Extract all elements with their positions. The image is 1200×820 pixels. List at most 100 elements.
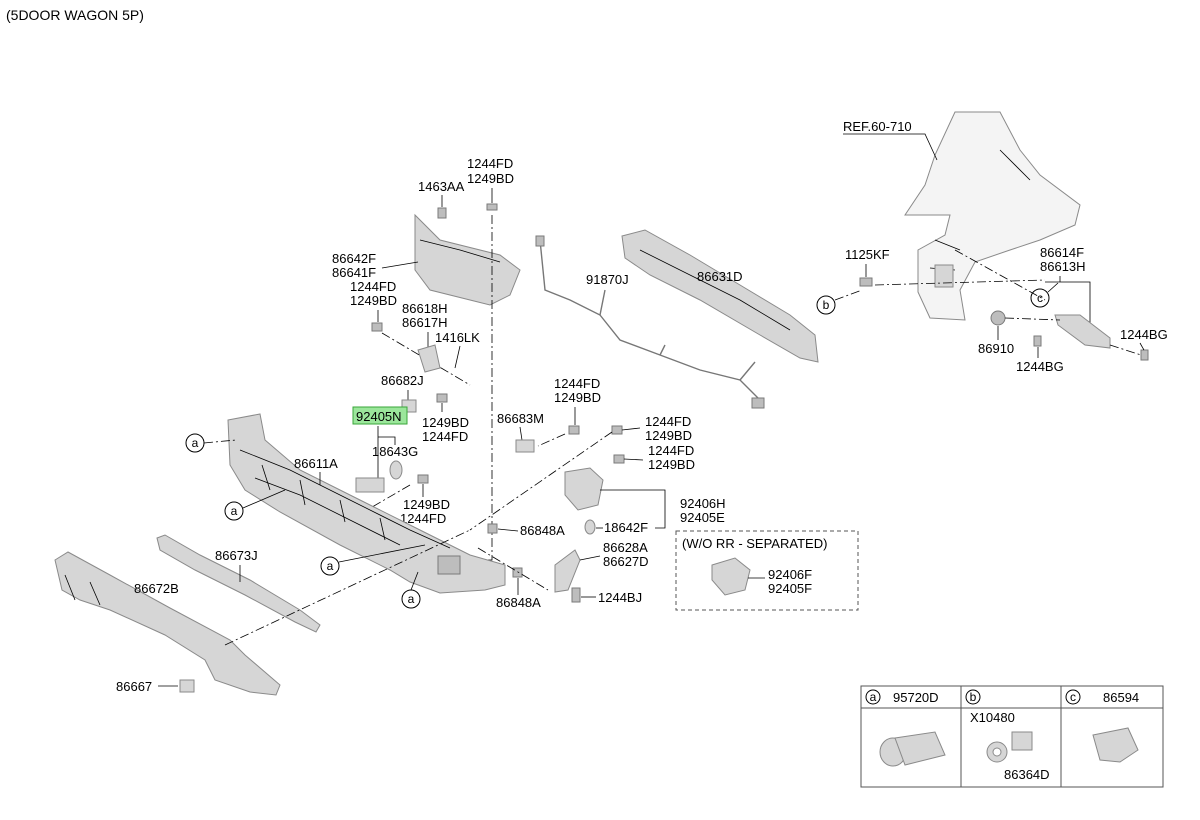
label-1125kf: 1125KF — [845, 247, 890, 262]
clip-1463aa — [437, 207, 447, 219]
highlight-92405n — [352, 406, 408, 425]
quarter-panel-ref — [904, 111, 1081, 321]
callout-a-4[interactable]: a — [401, 589, 421, 609]
bolt-icon — [1140, 349, 1149, 361]
callout-c[interactable]: c — [1030, 288, 1050, 308]
bolt-icon — [611, 425, 623, 435]
label-86628a: 86628A — [603, 540, 648, 555]
label-1244fd-top: 1244FD — [467, 156, 513, 171]
bolt-icon — [568, 425, 580, 435]
svg-text:b: b — [970, 690, 977, 704]
bolt-icon — [417, 474, 429, 484]
bracket-86683m — [515, 439, 535, 453]
nut-and-bolt-icon — [986, 731, 1033, 763]
lamp-92405n — [355, 477, 385, 493]
label-1463aa: 1463AA — [418, 179, 465, 194]
callout-a-3[interactable]: a — [320, 556, 340, 576]
label-92406h: 92406H — [680, 496, 726, 511]
label-86667: 86667 — [116, 679, 152, 694]
label-86848a-2: 86848A — [496, 595, 541, 610]
clip-86667 — [179, 679, 195, 693]
label-86613h: 86613H — [1040, 259, 1086, 274]
side-bracket — [417, 344, 441, 373]
label-1249bd-top: 1249BD — [467, 171, 514, 186]
label-86910: 86910 — [978, 341, 1014, 356]
label-86683m: 86683M — [497, 411, 544, 426]
garnish-strip-86673j — [156, 534, 321, 633]
svg-text:c: c — [1070, 690, 1076, 704]
label-1244bg-1: 1244BG — [1120, 327, 1168, 342]
legend-table — [860, 685, 1164, 788]
label-86673j: 86673J — [215, 548, 258, 563]
svg-text:a: a — [231, 504, 238, 518]
label-1244fd-left: 1244FD — [350, 279, 396, 294]
bolt-icon — [1033, 335, 1042, 347]
label-92405n[interactable]: 92405N — [356, 409, 402, 424]
label-86672b: 86672B — [134, 581, 179, 596]
clip-86594-icon — [1092, 727, 1139, 763]
label-1244fd-mid: 1244FD — [422, 429, 468, 444]
label-86631d: 86631D — [697, 269, 743, 284]
wo-separated-label: (W/O RR - SEPARATED) — [682, 536, 827, 551]
legend-b-part-top: X10480 — [970, 710, 1015, 725]
clip-icon — [512, 567, 523, 578]
label-92406f: 92406F — [768, 567, 812, 582]
label-86848a-1: 86848A — [520, 523, 565, 538]
label-1249bd-c1: 1249BD — [554, 390, 601, 405]
label-86614f: 86614F — [1040, 245, 1084, 260]
bulb-icon — [584, 519, 596, 535]
label-86641f: 86641F — [332, 265, 376, 280]
label-18643g: 18643G — [372, 444, 418, 459]
bracket-86614f — [1054, 314, 1111, 349]
label-1249bd-left: 1249BD — [350, 293, 397, 308]
label-86617h: 86617H — [402, 315, 448, 330]
callout-a-1[interactable]: a — [185, 433, 205, 453]
legend-a-part: 95720D — [893, 690, 939, 705]
label-1244fd-mid2: 1244FD — [400, 511, 446, 526]
label-1244fd-r2: 1244FD — [648, 443, 694, 458]
lower-skirt-86672b — [54, 551, 281, 696]
wo-separated-box — [675, 530, 859, 611]
label-1244fd-r1: 1244FD — [645, 414, 691, 429]
legend-c-part: 86594 — [1103, 690, 1139, 705]
legend-b-part-bottom: 86364D — [1004, 767, 1050, 782]
label-1244fd-c1: 1244FD — [554, 376, 600, 391]
clip-icon — [487, 523, 498, 534]
bolt-icon — [371, 322, 383, 332]
svg-text:a: a — [192, 436, 199, 450]
label-1416lk: 1416LK — [435, 330, 480, 345]
label-1244bj: 1244BJ — [598, 590, 642, 605]
parking-sensor-icon — [879, 731, 946, 767]
reflector-92406f — [711, 557, 751, 596]
legend-a-key: a — [865, 689, 881, 705]
diagram-title: (5DOOR WAGON 5P) — [6, 7, 144, 23]
legend-b-key: b — [965, 689, 981, 705]
bolt-icon — [859, 277, 873, 287]
callout-b[interactable]: b — [816, 295, 836, 315]
bulb-icon — [389, 460, 403, 480]
label-92405e: 92405E — [680, 510, 725, 525]
label-18642f: 18642F — [604, 520, 648, 535]
rear-bumper-cover — [227, 413, 506, 594]
svg-text:b: b — [823, 298, 830, 312]
beam-86631d — [621, 229, 819, 363]
legend-c-key: c — [1065, 689, 1081, 705]
ref-label: REF.60-710 — [843, 119, 912, 134]
label-1249bd-r2: 1249BD — [648, 457, 695, 472]
wiring-harness-91870j — [535, 235, 765, 409]
label-1249bd-mid2: 1249BD — [403, 497, 450, 512]
reflector-92406h — [564, 467, 604, 511]
bracket-86628a — [554, 549, 581, 593]
svg-text:a: a — [870, 690, 877, 704]
callout-a-2[interactable]: a — [224, 501, 244, 521]
svg-text:a: a — [408, 592, 415, 606]
label-1249bd-r1: 1249BD — [645, 428, 692, 443]
label-86682j: 86682J — [381, 373, 424, 388]
svg-text:c: c — [1037, 291, 1043, 305]
nut-icon — [990, 310, 1006, 326]
upper-bracket-part — [414, 213, 521, 306]
label-86618h: 86618H — [402, 301, 448, 316]
label-86611a: 86611A — [294, 456, 338, 471]
svg-text:a: a — [327, 559, 334, 573]
label-91870j: 91870J — [586, 272, 629, 287]
